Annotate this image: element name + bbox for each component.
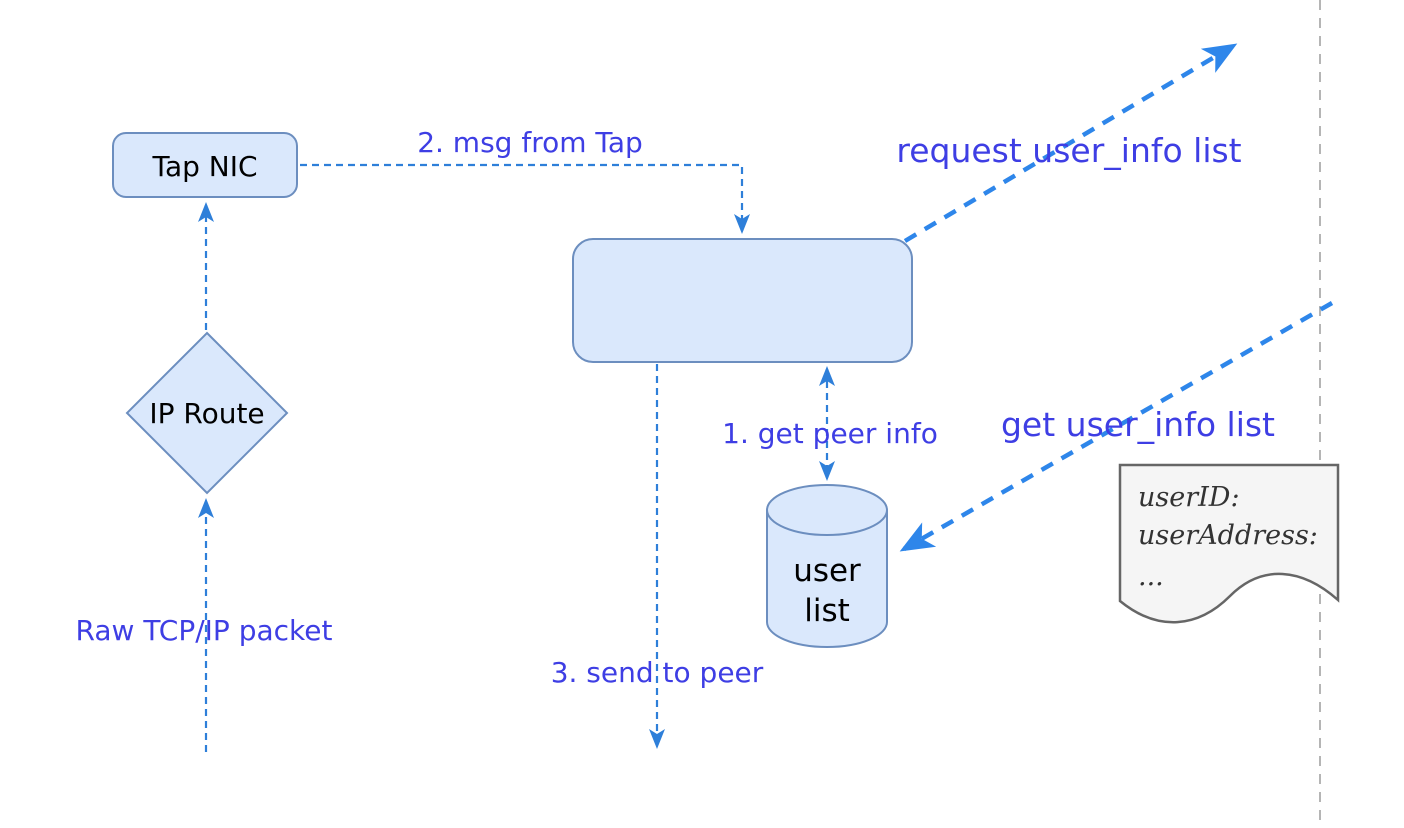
ip-route-label: IP Route: [149, 397, 264, 430]
label-send-to-peer: 3. send to peer: [551, 656, 764, 689]
doc-line-ellipsis: ...: [1138, 561, 1164, 592]
tap-nic-shape: [112, 132, 298, 198]
label-raw-tcp-ip-packet: Raw TCP/IP packet: [76, 614, 333, 647]
doc-line-useraddress: userAddress:: [1138, 520, 1318, 551]
doc-line-userid: userID:: [1138, 482, 1240, 513]
edge-tap-nic-to-process-box: [300, 163, 750, 234]
ip-route-shape: [125, 331, 289, 495]
label-get-user-info-list: get user_info list: [1001, 405, 1275, 444]
node-user-info-doc: userID: userAddress: ...: [1118, 463, 1340, 624]
user-info-doc-shape: [1118, 463, 1340, 624]
node-process-box: [572, 238, 913, 363]
user-list-cylinder-rim: [766, 509, 888, 536]
user-list-label-line1: user: [793, 553, 861, 589]
process-box-shape: [572, 238, 913, 363]
user-list-label-line2: list: [804, 593, 850, 629]
node-user-list: user list: [766, 484, 888, 648]
user-list-cylinder-body: [766, 484, 888, 648]
tap-nic-label: Tap NIC: [151, 150, 257, 183]
edge-request-user-info: [903, 43, 1238, 243]
node-tap-nic: Tap NIC: [112, 132, 298, 198]
label-get-peer-info: 1. get peer info: [722, 417, 938, 450]
label-request-user-info-list: request user_info list: [896, 131, 1241, 170]
node-ip-route: IP Route: [125, 331, 289, 495]
label-msg-from-tap: 2. msg from Tap: [417, 126, 643, 159]
